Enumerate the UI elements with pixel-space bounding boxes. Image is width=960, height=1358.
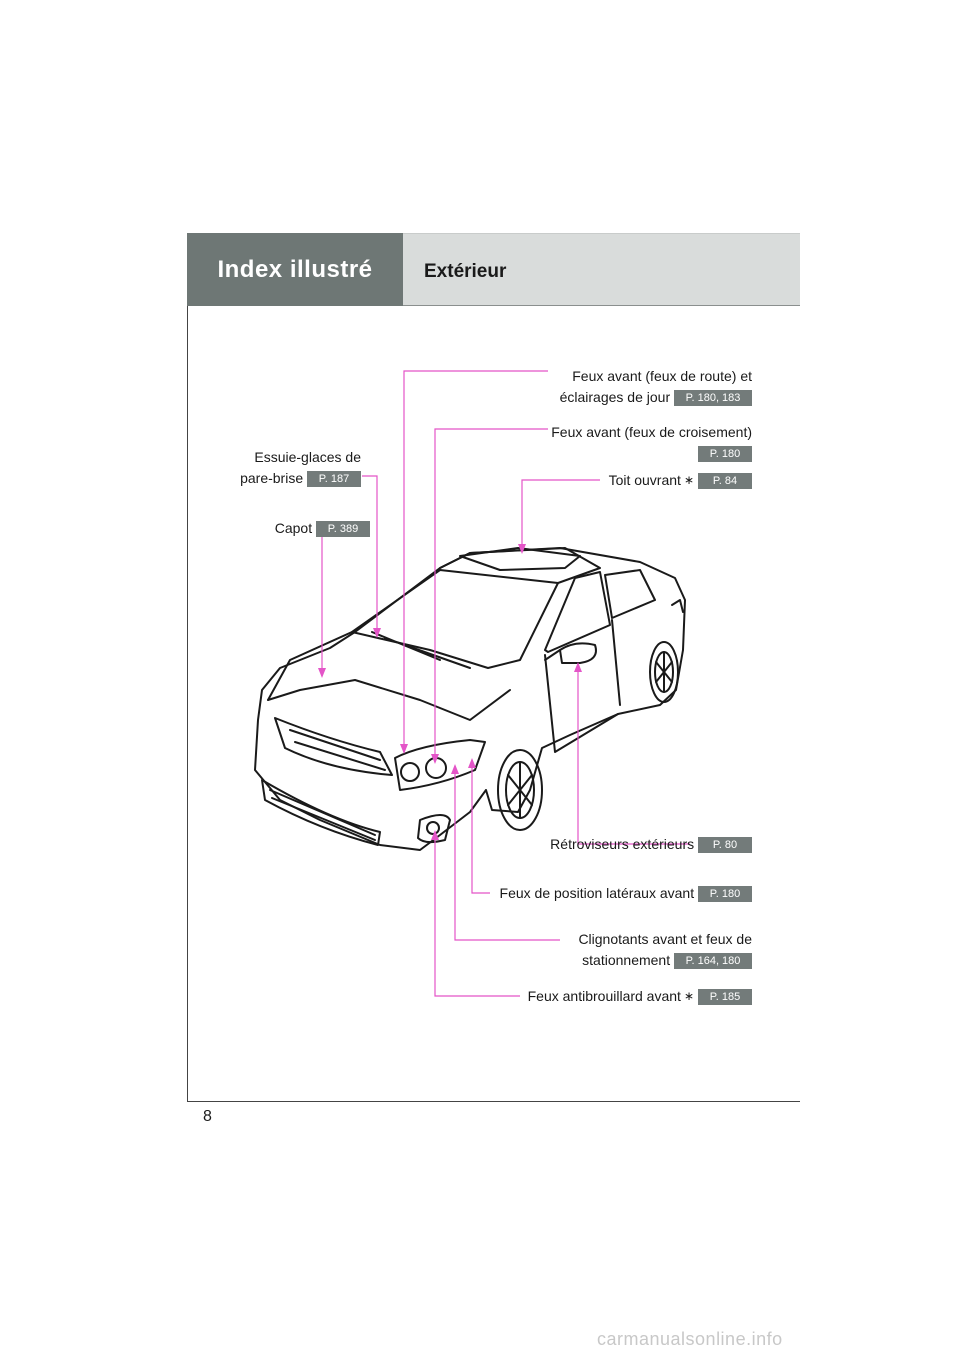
page-ref-badge[interactable]: P. 389 — [316, 521, 370, 538]
wiper-left — [371, 631, 471, 669]
label-headlights-high: Feux avant (feux de route) et éclairages… — [559, 368, 752, 407]
section-tab: Index illustré — [187, 233, 403, 306]
leader-fog-lights — [434, 832, 520, 997]
hood-edge — [267, 679, 511, 721]
leader-headlights-high — [403, 370, 548, 752]
label-turn-signals: Clignotants avant et feux de stationneme… — [578, 931, 752, 970]
leader-sunroof — [521, 479, 600, 552]
watermark: carmanualsonline.info — [597, 1329, 783, 1349]
header-divider — [403, 305, 800, 306]
fog-light — [417, 814, 451, 844]
leader-side-markers — [471, 760, 490, 894]
door-lines — [544, 619, 621, 753]
page-number: 8 — [203, 1108, 212, 1125]
car-body-outline — [254, 547, 686, 851]
label-headlights-low: Feux avant (feux de croisement) P. 180 — [551, 424, 752, 463]
grille — [274, 717, 393, 776]
page-ref-badge[interactable]: P. 187 — [307, 471, 361, 488]
label-side-markers: Feux de position latéraux avant P. 180 — [500, 884, 752, 903]
sunroof — [459, 547, 581, 571]
page-frame — [187, 233, 800, 1102]
grille-bars — [289, 729, 386, 771]
page-ref-badge[interactable]: P. 180 — [698, 886, 752, 903]
asterisk-icon: ∗ — [683, 473, 694, 487]
section-title: Index illustré — [217, 255, 373, 283]
asterisk-icon: ∗ — [683, 989, 694, 1003]
page-ref-badge[interactable]: P. 84 — [698, 473, 752, 490]
label-fog-lights: Feux antibrouillard avant∗P. 185 — [528, 987, 752, 1006]
headlight — [394, 739, 486, 791]
hood-line — [267, 631, 353, 701]
page-ref-badge[interactable]: P. 180, 183 — [674, 390, 752, 407]
bumper-slats — [269, 789, 376, 841]
label-hood: Capot P. 389 — [275, 519, 370, 538]
page-ref-badge[interactable]: P. 164, 180 — [674, 953, 752, 970]
front-side-window — [544, 571, 611, 653]
page-title: Extérieur — [424, 261, 507, 282]
page-ref-badge[interactable]: P. 185 — [698, 989, 752, 1006]
page-ref-badge[interactable]: P. 180 — [698, 446, 752, 463]
leader-arrowheads — [318, 544, 582, 840]
leader-wipers — [362, 475, 378, 636]
label-wipers: Essuie-glaces de pare-brise P. 187 — [240, 449, 361, 488]
page-ref-badge[interactable]: P. 80 — [698, 837, 752, 854]
label-sunroof: Toit ouvrant∗P. 84 — [609, 471, 752, 490]
leader-lines — [321, 370, 690, 997]
mirror — [559, 642, 597, 664]
leader-mirrors — [577, 664, 690, 845]
windshield — [351, 569, 559, 669]
leader-headlights-low — [434, 428, 548, 762]
lower-grille — [261, 779, 381, 846]
rear-side-window — [604, 569, 656, 619]
leader-turn-signals — [454, 766, 560, 941]
page-header: Extérieur — [403, 233, 800, 306]
roof-line — [439, 547, 601, 584]
label-mirrors: Rétroviseurs extérieurs P. 80 — [550, 835, 752, 854]
